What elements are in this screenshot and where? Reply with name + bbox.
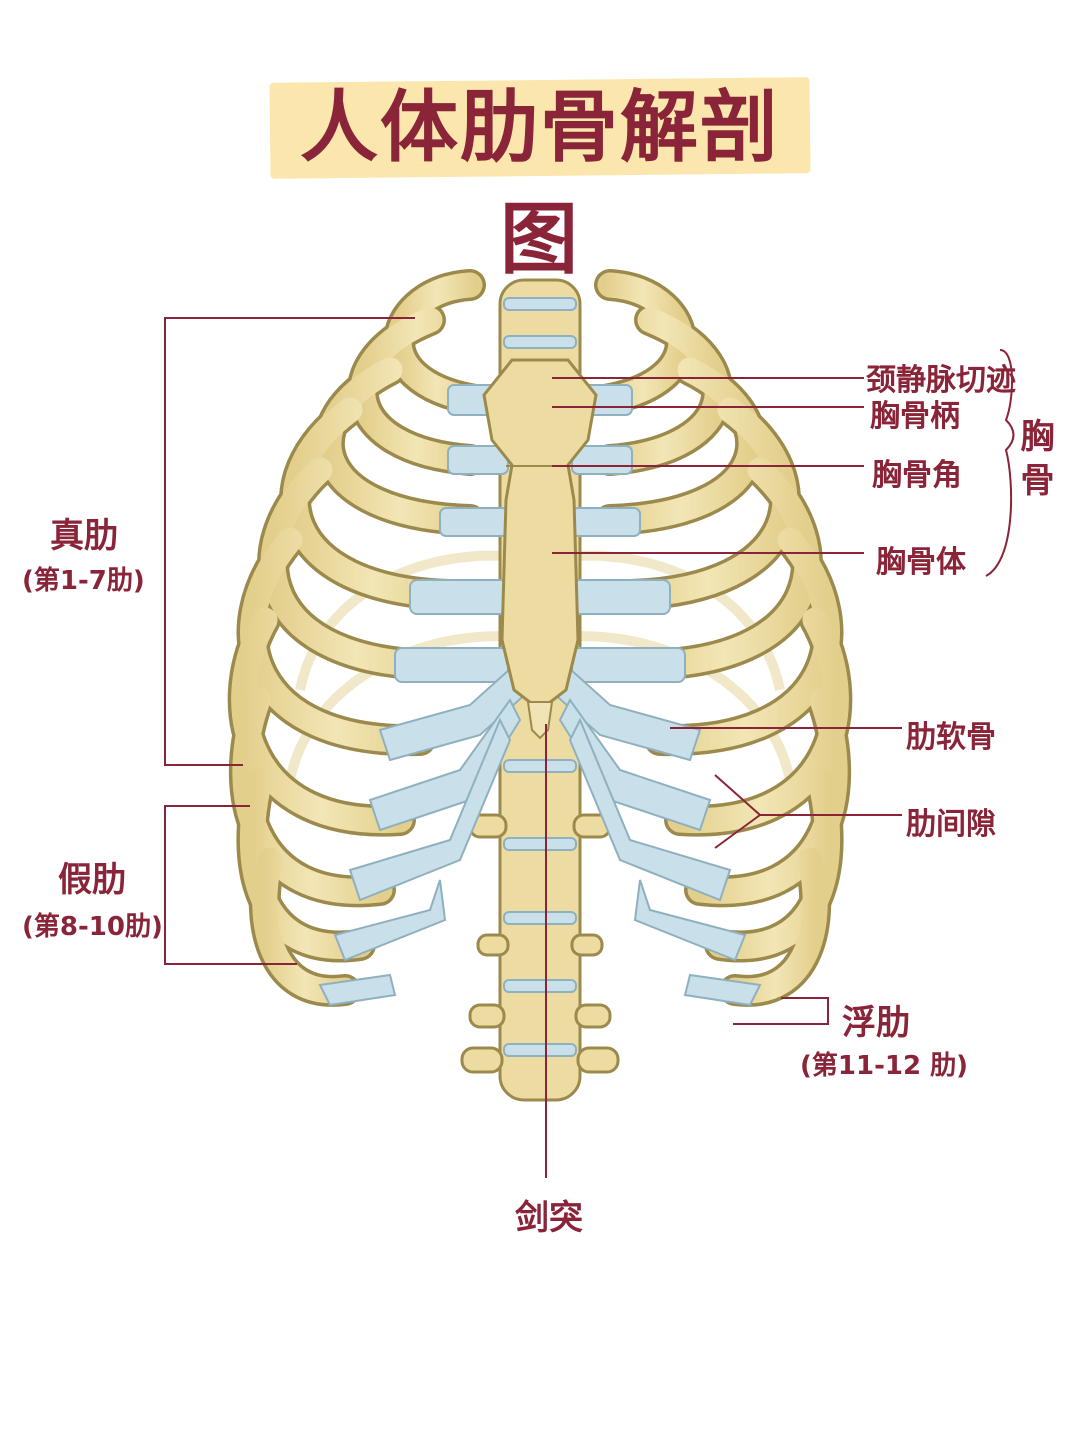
label-sternal-angle: 胸骨角 <box>872 458 962 493</box>
label-intercostal-space: 肋间隙 <box>906 807 996 842</box>
ribs <box>227 269 853 1007</box>
label-floating-ribs-range: (第11-12 肋) <box>800 1051 968 1081</box>
label-sternum-body: 胸骨体 <box>876 545 966 580</box>
page-title: 人体肋骨解剖图 <box>299 83 780 285</box>
label-manubrium: 胸骨柄 <box>870 399 960 434</box>
leader-lines <box>164 317 1015 1178</box>
label-costal-cartilage: 肋软骨 <box>906 720 996 755</box>
costal-cartilage-shapes <box>318 384 762 1007</box>
label-true-ribs-range: (第1-7肋) <box>22 566 145 596</box>
label-floating-ribs: 浮肋 <box>842 1003 910 1043</box>
label-xiphoid-process: 剑突 <box>515 1198 583 1238</box>
label-sternum: 胸骨 <box>1014 418 1054 506</box>
label-true-ribs: 真肋 <box>50 516 118 556</box>
label-false-ribs-range: (第8-10肋) <box>22 912 163 942</box>
title-banner: 人体肋骨解剖图 <box>269 72 811 285</box>
label-jugular-notch: 颈静脉切迹 <box>866 363 1016 398</box>
label-false-ribs: 假肋 <box>58 860 126 900</box>
